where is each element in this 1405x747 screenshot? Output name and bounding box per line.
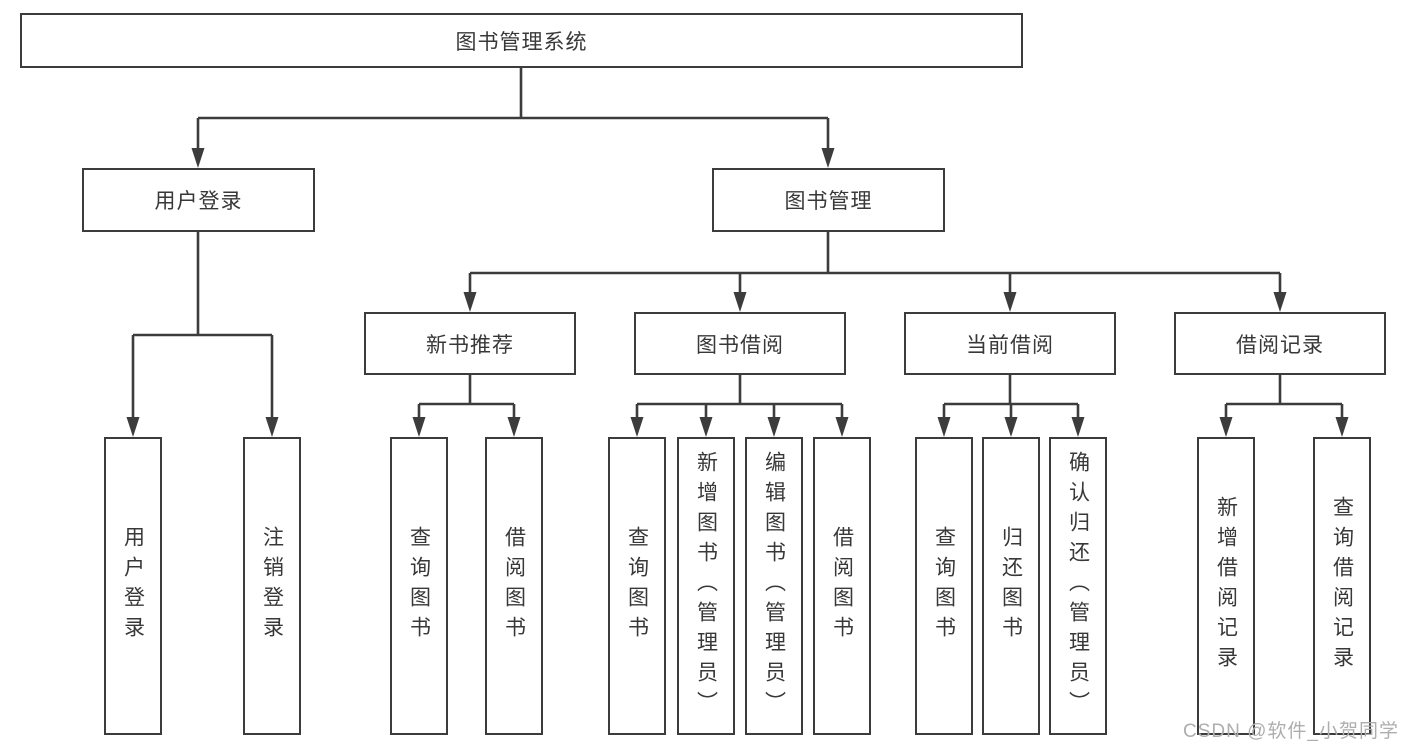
- arrowhead: [126, 417, 140, 437]
- leaf-query-books: 查询图书: [608, 437, 666, 735]
- node-label: 图书管理系统: [455, 30, 588, 54]
- leaf-add-borrow-record: 新增借阅记录: [1197, 437, 1255, 735]
- leaf-label: 编辑图书（管理员）: [762, 451, 786, 721]
- connector-borrowrecords-to-leaves: [1219, 374, 1349, 437]
- leaf-label: 借阅图书: [502, 526, 526, 646]
- leaf-label: 查询图书: [407, 526, 431, 646]
- arrowhead: [937, 417, 951, 437]
- node-book-management: 图书管理: [712, 168, 945, 232]
- leaf-label: 确认归还（管理员）: [1066, 451, 1090, 721]
- leaf-borrow-books: 借阅图书: [813, 437, 871, 735]
- leaf-label: 借阅图书: [830, 526, 854, 646]
- arrowhead: [191, 148, 205, 168]
- leaf-label: 注销登录: [260, 526, 284, 646]
- node-label: 图书管理: [784, 190, 873, 213]
- leaf-return-books: 归还图书: [982, 437, 1040, 735]
- leaf-query-borrow-record: 查询借阅记录: [1313, 437, 1371, 735]
- leaf-user-login: 用户登录: [104, 437, 162, 735]
- arrowhead: [630, 417, 644, 437]
- connector-newbooks-to-leaves: [412, 374, 521, 437]
- node-label: 用户登录: [154, 190, 243, 213]
- arrowhead: [507, 417, 521, 437]
- node-library-system: 图书管理系统: [20, 13, 1023, 68]
- node-label: 借阅记录: [1236, 333, 1324, 357]
- connector-bookmgmt-to-level3: [463, 231, 1287, 312]
- arrowhead: [1273, 292, 1287, 312]
- leaf-label: 新增借阅记录: [1214, 496, 1238, 676]
- node-book-borrow: 图书借阅: [634, 312, 846, 375]
- node-label: 新书推荐: [426, 333, 514, 357]
- arrowhead: [699, 417, 713, 437]
- leaf-label: 新增图书（管理员）: [694, 451, 718, 721]
- leaf-add-books-admin: 新增图书（管理员）: [677, 437, 735, 735]
- connector-currentborrow-to-leaves: [937, 374, 1085, 437]
- leaf-edit-books-admin: 编辑图书（管理员）: [745, 437, 803, 735]
- connector-bookborrow-to-leaves: [630, 374, 849, 437]
- leaf-confirm-return-admin: 确认归还（管理员）: [1049, 437, 1107, 735]
- leaf-label: 查询借阅记录: [1330, 496, 1354, 676]
- node-new-book-recommend: 新书推荐: [364, 312, 576, 375]
- node-user-login: 用户登录: [82, 168, 315, 232]
- leaf-query-books: 查询图书: [390, 437, 448, 735]
- node-current-borrow: 当前借阅: [904, 312, 1116, 375]
- node-borrow-records: 借阅记录: [1174, 312, 1386, 375]
- leaf-label: 查询图书: [625, 526, 649, 646]
- arrowhead: [821, 148, 835, 168]
- node-label: 当前借阅: [966, 333, 1054, 357]
- arrowhead: [463, 292, 477, 312]
- arrowhead: [733, 292, 747, 312]
- arrowhead: [265, 417, 279, 437]
- leaf-label: 归还图书: [999, 526, 1023, 646]
- arrowhead: [835, 417, 849, 437]
- arrowhead: [1004, 417, 1018, 437]
- connector-root-to-level2: [191, 67, 835, 168]
- node-label: 图书借阅: [696, 333, 784, 357]
- leaf-logout: 注销登录: [243, 437, 301, 735]
- leaf-label: 用户登录: [121, 526, 145, 646]
- arrowhead: [767, 417, 781, 437]
- arrowhead: [1335, 417, 1349, 437]
- arrowhead: [412, 417, 426, 437]
- leaf-query-books: 查询图书: [915, 437, 973, 735]
- arrowhead: [1003, 292, 1017, 312]
- leaf-borrow-books: 借阅图书: [485, 437, 543, 735]
- connector-userlogin-to-leaves: [126, 231, 279, 437]
- csdn-watermark: CSDN @软件_小贺同学: [1183, 721, 1399, 742]
- arrowhead: [1219, 417, 1233, 437]
- arrowhead: [1071, 417, 1085, 437]
- leaf-label: 查询图书: [932, 526, 956, 646]
